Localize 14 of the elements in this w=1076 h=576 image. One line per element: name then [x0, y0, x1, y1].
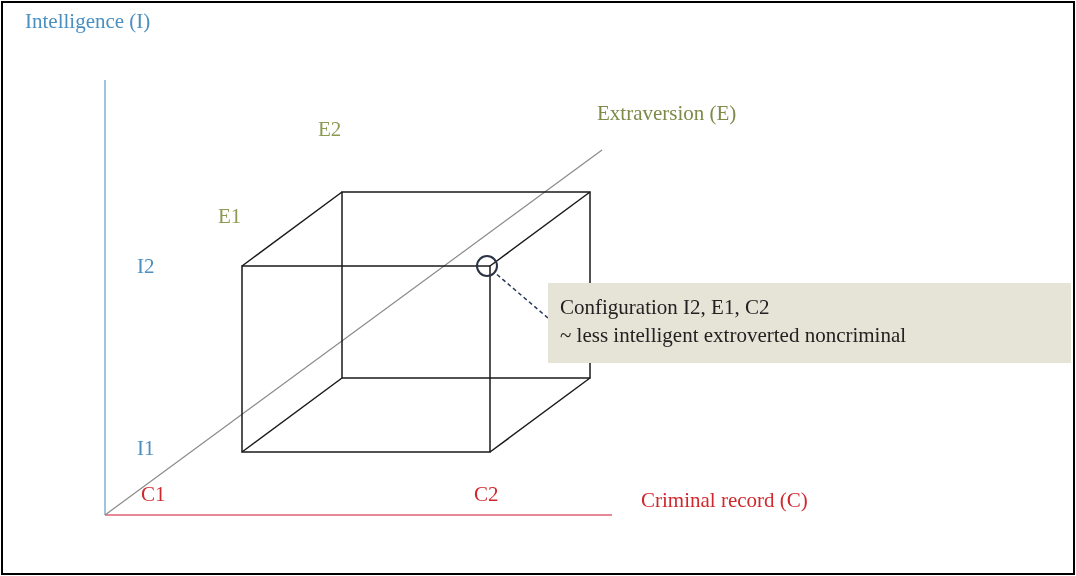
marker-circle: [476, 255, 498, 277]
axis-title: Extraversion (E): [597, 102, 737, 126]
axis-level-label: I2: [137, 255, 155, 279]
axis-level-label: I1: [137, 437, 155, 461]
axis-title: Intelligence (I): [25, 10, 151, 34]
callout-text: Configuration I2, E1, C2: [560, 294, 771, 321]
callout-text: ~ less intelligent extroverted noncriminal: [560, 322, 908, 350]
callout-box: [548, 283, 1071, 363]
axis-level-label: E2: [318, 118, 342, 142]
leader-line: [494, 272, 549, 319]
axis-level-label: C1: [141, 483, 166, 507]
axis-title: Criminal record (C): [641, 489, 808, 513]
axis-level-label: E1: [218, 205, 242, 229]
axis-level-label: C2: [474, 483, 499, 507]
